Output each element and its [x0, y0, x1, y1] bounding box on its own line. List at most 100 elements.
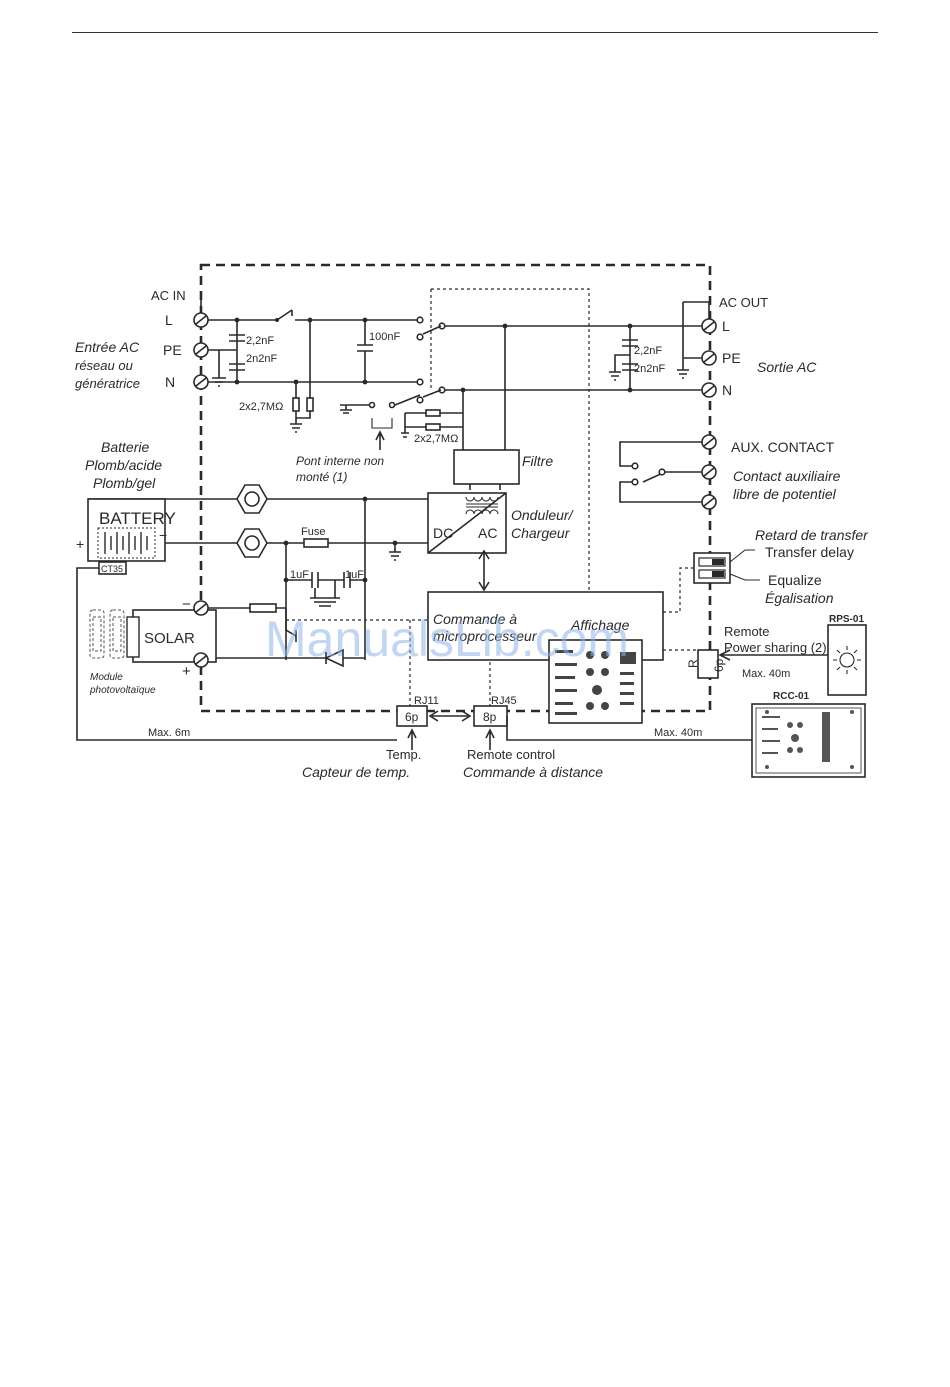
bridge-contact	[371, 418, 393, 429]
solar-minus: −	[182, 596, 191, 613]
ac-in-L-label: L	[165, 312, 173, 328]
rps-r-label: R	[686, 659, 700, 668]
pv-module-label-2: photovoltaïque	[89, 685, 156, 696]
converter-desc-2: Chargeur	[511, 525, 571, 541]
ac-in-res: 2x2,7MΩ	[239, 401, 283, 413]
bridge-label-2: monté (1)	[296, 470, 347, 484]
arrow-left-icon	[718, 649, 830, 661]
ac-out-PE-label: PE	[722, 350, 741, 366]
switch-icon	[276, 309, 293, 321]
max-6m-label: Max. 6m	[148, 727, 190, 739]
fuse-icon	[303, 538, 329, 548]
arrow-up-icon	[375, 430, 385, 450]
rps-connector-label: 6p	[712, 658, 726, 672]
control-label-1: Commande à	[433, 611, 517, 627]
ground-icon	[677, 369, 689, 379]
ac-in-desc-3: génératrice	[75, 376, 140, 391]
arrow-up-icon	[407, 728, 417, 750]
aux-desc-2: libre de potentiel	[733, 486, 837, 502]
display-label: Affichage	[570, 617, 630, 633]
connector-rj11-6p[interactable]	[396, 705, 428, 727]
sun-icon	[833, 646, 861, 674]
ac-in-PE-label: PE	[163, 342, 182, 358]
terminal-aux-1[interactable]	[701, 434, 717, 450]
max-40m-label: Max. 40m	[654, 727, 702, 739]
rj11-label: RJ11	[414, 695, 439, 707]
enclosure-border	[199, 263, 712, 713]
terminal-ac-out-PE[interactable]	[701, 350, 717, 366]
ground-icon	[609, 354, 630, 381]
connector-8p-label: 8p	[483, 710, 497, 724]
solar-label: SOLAR	[144, 630, 195, 647]
remote-control-fr-label: Commande à distance	[463, 764, 603, 780]
rcc-device-label: RCC-01	[773, 691, 810, 702]
battery-stud-positive	[236, 484, 268, 514]
terminal-ac-in-L[interactable]	[193, 312, 209, 328]
ac-in-desc-2: réseau ou	[75, 358, 133, 373]
terminal-aux-3[interactable]	[701, 494, 717, 510]
bidirectional-arrow-icon	[428, 710, 472, 722]
ac-out-cap-2: 2n2nF	[634, 363, 665, 375]
cap-100nF	[357, 320, 373, 382]
remote-ps-label-1: Remote	[724, 624, 770, 639]
resistor-in-2	[306, 397, 314, 412]
remote-ps-max: Max. 40m	[742, 668, 790, 680]
rj45-label: RJ45	[491, 695, 517, 707]
cap-2n2nF-in	[229, 363, 245, 371]
terminal-solar-plus[interactable]	[193, 652, 209, 668]
temp-label: Temp.	[386, 747, 421, 762]
fuse-label: Fuse	[301, 526, 325, 538]
ac-in-N-label: N	[165, 374, 175, 390]
ac-out-res: 2x2,7MΩ	[414, 433, 458, 445]
converter-ac: AC	[478, 525, 497, 541]
transformer-coil	[465, 496, 499, 502]
cap-1uF-pair	[286, 572, 365, 607]
diode-icon	[324, 648, 344, 668]
terminal-aux-2[interactable]	[701, 464, 717, 480]
ac-out-N-label: N	[722, 382, 732, 398]
relay-control-dotted	[431, 288, 590, 592]
resistor-out-2	[425, 423, 441, 431]
switch-retard-label: Retard de transfer	[755, 527, 869, 543]
watermark: ManualsLib.com	[265, 611, 629, 667]
control-label-2: microprocesseur	[433, 628, 538, 644]
terminal-ac-in-PE[interactable]	[193, 342, 209, 358]
cap-out	[622, 339, 638, 371]
converter-dc: DC	[433, 525, 453, 541]
solar-plus: +	[182, 663, 191, 680]
cap-1uF-b-label: 1uF	[345, 569, 364, 581]
battery-plus: +	[76, 536, 84, 552]
battery-desc-2: Plomb/acide	[85, 457, 162, 473]
terminal-solar-minus[interactable]	[193, 600, 209, 616]
resistor-out-1	[425, 409, 441, 417]
arrow-up-icon	[485, 728, 495, 750]
rcc-panel-icon	[762, 710, 854, 769]
switch-egalisation-label: Égalisation	[765, 590, 834, 606]
ac-out-cap-1: 2,2nF	[634, 345, 662, 357]
connector-6p-label: 6p	[405, 710, 419, 724]
cap-1uF-a-label: 1uF	[290, 569, 309, 581]
terminal-ac-out-L[interactable]	[701, 318, 717, 334]
pv-module-icon	[89, 609, 125, 659]
ground-icon	[340, 404, 370, 414]
remote-control-label: Remote control	[467, 747, 555, 762]
aux-title: AUX. CONTACT	[731, 439, 835, 455]
battery-desc-1: Batterie	[101, 439, 149, 455]
terminal-ac-in-N[interactable]	[193, 374, 209, 390]
solar-fuse-icon	[249, 603, 277, 613]
filter-block	[453, 449, 520, 485]
ac-out-title: AC OUT	[719, 295, 768, 310]
battery-stud-negative	[236, 528, 268, 558]
bidirectional-arrow-icon	[478, 549, 490, 592]
cap-2-2nF-in	[229, 334, 245, 342]
aux-desc-1: Contact auxiliaire	[733, 468, 841, 484]
sensor-label: CT35	[101, 564, 123, 574]
ac-out-desc: Sortie AC	[757, 359, 817, 375]
terminal-ac-out-N[interactable]	[701, 382, 717, 398]
connector-rps-6p[interactable]	[697, 649, 719, 679]
ac-in-cap-1: 2,2nF	[246, 335, 274, 347]
bridge-label-1: Pont interne non	[296, 454, 384, 468]
ac-out-L-label: L	[722, 318, 730, 334]
battery-icon	[104, 532, 148, 554]
